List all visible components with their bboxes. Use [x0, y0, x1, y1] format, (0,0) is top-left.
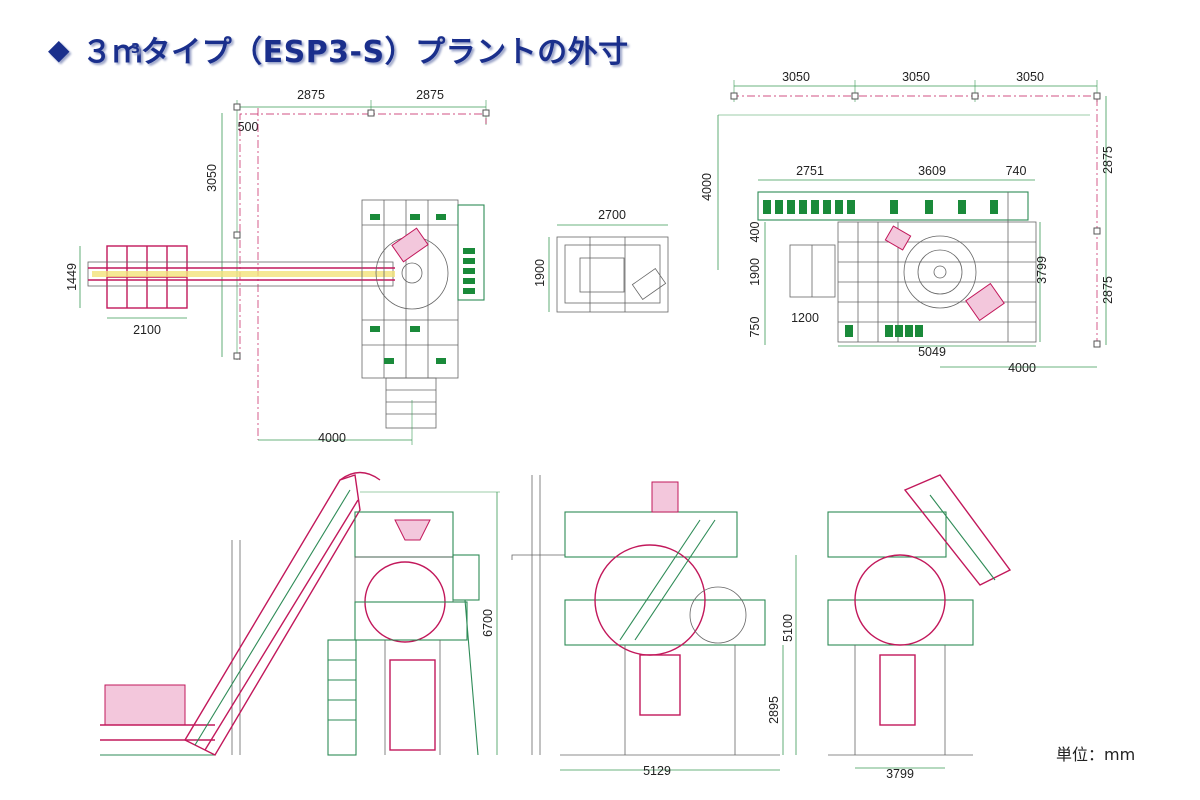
page-title: ◆ ３ｍ 3 タイプ（ESP3-S）プラントの外寸	[48, 26, 629, 72]
elevation-mid: 5129 5100 2895	[511, 475, 797, 778]
elevation-left: 6700	[100, 471, 500, 756]
dim-seg-a: 2751	[796, 164, 824, 178]
plan-view-small: 2700 1900	[533, 208, 669, 313]
dim-right-bottom: 4000	[1008, 361, 1036, 375]
dim-inner-width: 1200	[791, 311, 819, 325]
plan-view-left: 2875 2875 500 3050 1449 2100	[65, 88, 490, 445]
dim-elev-right-width: 3799	[886, 767, 914, 781]
plan-view-right: 3050 3050 3050 2875 2875 4000 2751 3609 …	[700, 70, 1115, 375]
dim-bottom: 4000	[318, 431, 346, 445]
dim-right-top-c: 3050	[1016, 70, 1044, 84]
dim-offset: 500	[238, 120, 259, 134]
title-superscript: 3	[131, 41, 141, 57]
title-prefix: ３ｍ	[82, 35, 144, 70]
dim-v-750: 750	[748, 317, 762, 338]
title-suffix: タイプ（ESP3-S）プラントの外寸	[140, 35, 629, 70]
dim-right-b: 2875	[1101, 276, 1115, 304]
dim-right-top-a: 3050	[782, 70, 810, 84]
dim-inner-height: 3799	[1035, 256, 1049, 284]
dim-elev-mid-height: 5100	[781, 614, 795, 642]
dim-feeder-width: 2100	[133, 323, 161, 337]
dim-elev-mid-sub: 2895	[767, 696, 781, 724]
dim-elev-left-height: 6700	[481, 609, 495, 637]
dim-elev-mid-width: 5129	[643, 764, 671, 778]
dim-v-400: 400	[748, 222, 762, 243]
dim-right-a: 2875	[1101, 146, 1115, 174]
dim-left-height: 4000	[700, 173, 714, 201]
unit-label: 単位：mm	[1056, 745, 1136, 764]
dim-top-b: 2875	[416, 88, 444, 102]
dim-feeder-height: 1449	[65, 263, 79, 291]
dim-vertical: 3050	[205, 164, 219, 192]
elevation-right: 3799	[827, 474, 1012, 781]
dim-small-width: 2700	[598, 208, 626, 222]
dim-total-width: 5049	[918, 345, 946, 359]
dim-seg-b: 3609	[918, 164, 946, 178]
dim-small-height: 1900	[533, 259, 547, 287]
dim-seg-c: 740	[1006, 164, 1027, 178]
dim-right-top-b: 3050	[902, 70, 930, 84]
dim-top-a: 2875	[297, 88, 325, 102]
diamond-bullet-icon: ◆	[48, 32, 71, 66]
dim-v-1900: 1900	[748, 258, 762, 286]
